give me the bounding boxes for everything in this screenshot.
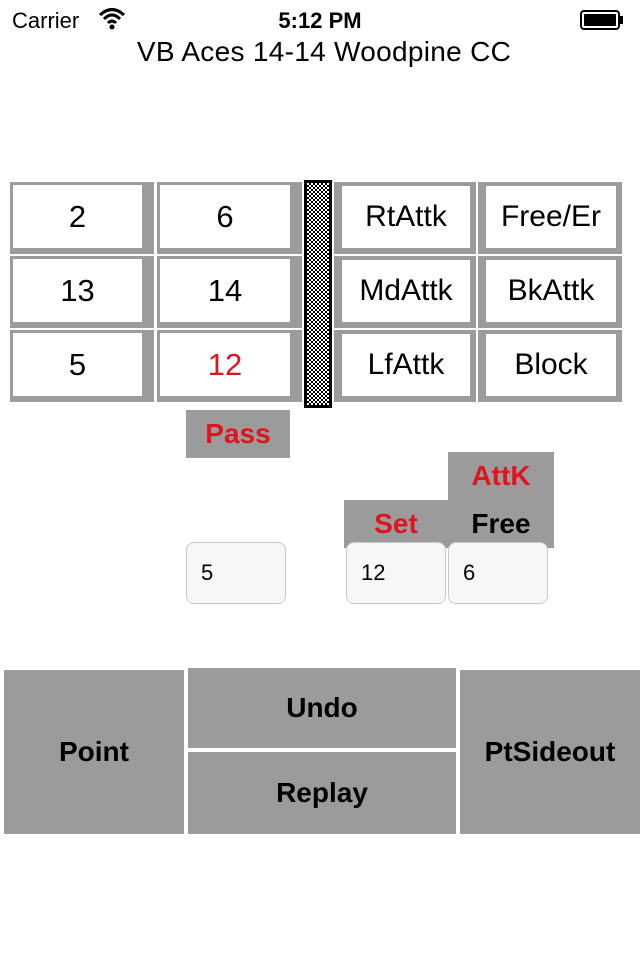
attk-label: AttK	[448, 452, 554, 500]
action-label: Free/Er	[486, 186, 616, 248]
score-header: VB Aces 14-14 Woodpine CC	[136, 36, 512, 67]
free-label: Free	[448, 500, 554, 548]
action-label: LfAttk	[342, 334, 470, 396]
action-cell-block[interactable]: Block	[478, 330, 622, 402]
player-cell[interactable]: 13	[10, 256, 154, 328]
player-cell[interactable]: 2	[10, 182, 154, 254]
replay-button[interactable]: Replay	[188, 752, 456, 834]
action-cell-lf-attk[interactable]: LfAttk	[334, 330, 476, 402]
pt-sideout-button[interactable]: PtSideout	[460, 670, 640, 834]
action-cell-md-attk[interactable]: MdAttk	[334, 256, 476, 328]
pass-player-field[interactable]: 5	[186, 542, 286, 604]
action-label: BkAttk	[486, 260, 616, 322]
court-net-divider	[304, 180, 332, 408]
player-cell[interactable]: 6	[157, 182, 302, 254]
player-number: 13	[13, 259, 142, 322]
status-time: 5:12 PM	[278, 8, 362, 33]
player-number: 5	[13, 333, 142, 396]
player-number: 2	[13, 185, 142, 248]
action-label: Block	[486, 334, 616, 396]
attack-player-field[interactable]: 6	[448, 542, 548, 604]
player-cell[interactable]: 14	[157, 256, 302, 328]
action-cell-free-er[interactable]: Free/Er	[478, 182, 622, 254]
pass-label: Pass	[186, 410, 290, 458]
status-bar: Carrier 5:12 PM	[0, 0, 640, 40]
point-button[interactable]: Point	[4, 670, 184, 834]
player-number: 6	[160, 185, 290, 248]
action-label: MdAttk	[342, 260, 470, 322]
carrier-label: Carrier	[12, 8, 80, 33]
player-number: 14	[160, 259, 290, 322]
wifi-icon	[98, 8, 126, 30]
action-cell-bk-attk[interactable]: BkAttk	[478, 256, 622, 328]
battery-icon	[580, 10, 623, 30]
action-label: RtAttk	[342, 186, 470, 248]
player-cell-selected[interactable]: 12	[157, 330, 302, 402]
set-player-field[interactable]: 12	[346, 542, 446, 604]
undo-button[interactable]: Undo	[188, 668, 456, 748]
player-number: 12	[160, 333, 290, 396]
player-cell[interactable]: 5	[10, 330, 154, 402]
set-label: Set	[344, 500, 448, 548]
action-cell-rt-attk[interactable]: RtAttk	[334, 182, 476, 254]
